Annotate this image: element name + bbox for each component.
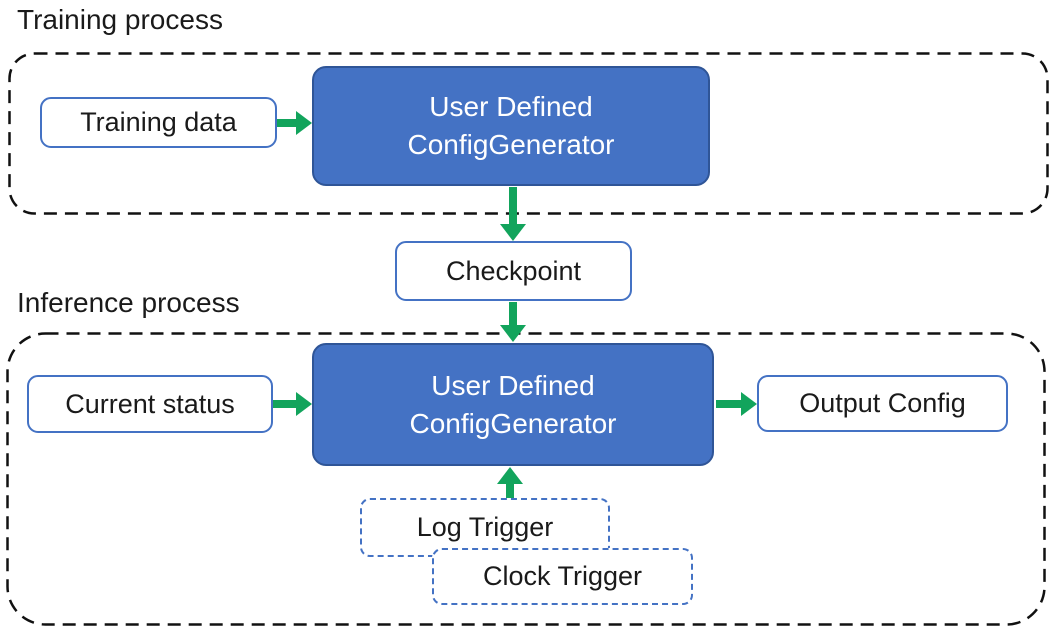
output-config-label: Output Config [799, 388, 966, 418]
inference-dashed-container [6, 332, 1046, 626]
training-process-label: Training process [17, 4, 223, 35]
training-generator-line2: ConfigGenerator [407, 129, 615, 160]
arrow-shaft [716, 400, 741, 408]
arrow-down-head-icon [500, 325, 526, 342]
clock-trigger-box: Clock Trigger [432, 548, 693, 605]
arrow-right-head-icon [296, 392, 312, 416]
training-generator-line1: User Defined [429, 91, 593, 122]
inference-generator-line1: User Defined [431, 369, 595, 401]
current-status-box: Current status [27, 375, 273, 433]
arrow-generator-to-output-config [716, 392, 757, 416]
current-status-label: Current status [65, 388, 235, 419]
training-config-generator-box: User Defined ConfigGenerator [312, 66, 710, 186]
arrow-shaft [273, 400, 296, 408]
arrow-current-status-to-generator [273, 392, 312, 416]
arrow-shaft [509, 302, 517, 325]
arrow-training-data-to-generator [277, 111, 312, 135]
inference-generator-line2: ConfigGenerator [409, 407, 617, 439]
log-trigger-label: Log Trigger [416, 512, 554, 542]
arrow-shaft [509, 187, 517, 224]
inference-config-generator-box: User Defined ConfigGenerator [312, 343, 714, 466]
arrow-generator-to-checkpoint [500, 187, 526, 241]
checkpoint-box: Checkpoint [395, 241, 632, 301]
arrow-right-head-icon [741, 392, 757, 416]
clock-trigger-label: Clock Trigger [482, 561, 643, 591]
arrow-shaft [277, 119, 296, 127]
inference-process-label: Inference process [17, 287, 240, 318]
arrow-down-head-icon [500, 224, 526, 241]
training-data-box: Training data [40, 97, 277, 148]
log-trigger-box: Log Trigger [360, 498, 610, 557]
arrow-up-head-icon [497, 467, 523, 484]
output-config-box: Output Config [757, 375, 1008, 432]
training-dashed-container [8, 52, 1049, 215]
arrow-triggers-to-generator [497, 467, 523, 498]
training-data-label: Training data [80, 107, 237, 137]
checkpoint-label: Checkpoint [445, 255, 582, 286]
arrow-right-head-icon [296, 111, 312, 135]
arrow-checkpoint-to-inference-generator [500, 302, 526, 342]
arrow-shaft [506, 484, 514, 498]
